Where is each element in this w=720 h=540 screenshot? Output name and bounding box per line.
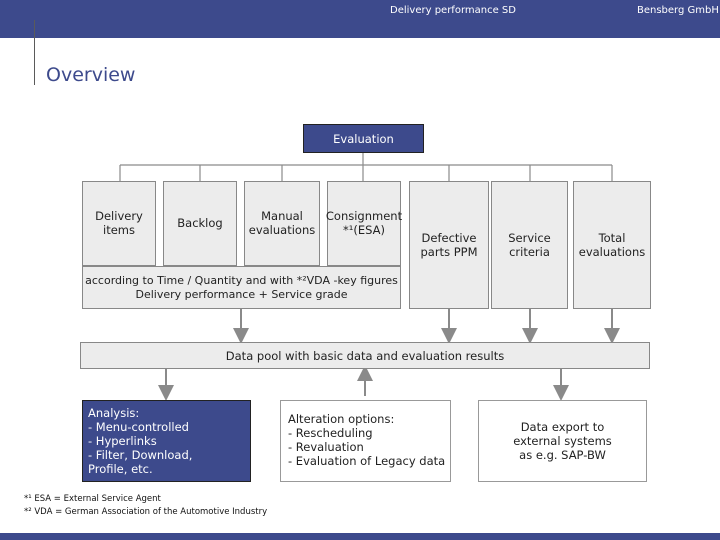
total-evaluations-label: Total evaluations xyxy=(578,231,646,259)
title-divider xyxy=(34,20,35,85)
page-title: Overview xyxy=(46,64,136,86)
analysis-label: Analysis: - Menu-controlled - Hyperlinks… xyxy=(88,406,193,476)
backlog-label: Backlog xyxy=(177,216,223,230)
data-pool-box: Data pool with basic data and evaluation… xyxy=(80,342,650,369)
data-export-label: Data export to external systems as e.g. … xyxy=(513,420,612,462)
data-export-box: Data export to external systems as e.g. … xyxy=(478,400,647,482)
service-criteria-label: Service criteria xyxy=(508,231,551,259)
alteration-box: Alteration options: - Rescheduling - Rev… xyxy=(280,400,451,482)
delivery-items-box: Delivery items xyxy=(82,181,156,266)
total-evaluations-box: Total evaluations xyxy=(573,181,651,309)
consignment-label: Consignment *¹(ESA) xyxy=(325,209,403,237)
header-left-tab xyxy=(0,0,34,38)
data-pool-label: Data pool with basic data and evaluation… xyxy=(225,348,505,363)
key-figures-box: according to Time / Quantity and with *²… xyxy=(82,266,401,309)
evaluation-label: Evaluation xyxy=(333,131,394,146)
header-bar: Delivery performance SD Bensberg GmbH xyxy=(0,0,720,38)
consignment-box: Consignment *¹(ESA) xyxy=(325,181,403,266)
service-criteria-box: Service criteria xyxy=(491,181,568,309)
manual-evaluations-label: Manual evaluations xyxy=(248,209,316,237)
key-figures-label: according to Time / Quantity and with *²… xyxy=(85,273,398,301)
footnote-vda: *² VDA = German Association of the Autom… xyxy=(24,507,268,517)
manual-evaluations-box: Manual evaluations xyxy=(244,181,320,266)
alteration-label: Alteration options: - Rescheduling - Rev… xyxy=(288,412,446,468)
evaluation-box: Evaluation xyxy=(303,124,424,153)
footer-bar xyxy=(0,533,720,540)
header-company: Bensberg GmbH xyxy=(637,5,719,16)
backlog-box: Backlog xyxy=(163,181,237,266)
analysis-box: Analysis: - Menu-controlled - Hyperlinks… xyxy=(82,400,251,482)
defective-parts-label: Defective parts PPM xyxy=(420,231,478,259)
defective-parts-box: Defective parts PPM xyxy=(409,181,489,309)
footnote-esa: *¹ ESA = External Service Agent xyxy=(24,494,161,504)
delivery-items-label: Delivery items xyxy=(95,209,143,237)
header-title: Delivery performance SD xyxy=(390,5,516,16)
